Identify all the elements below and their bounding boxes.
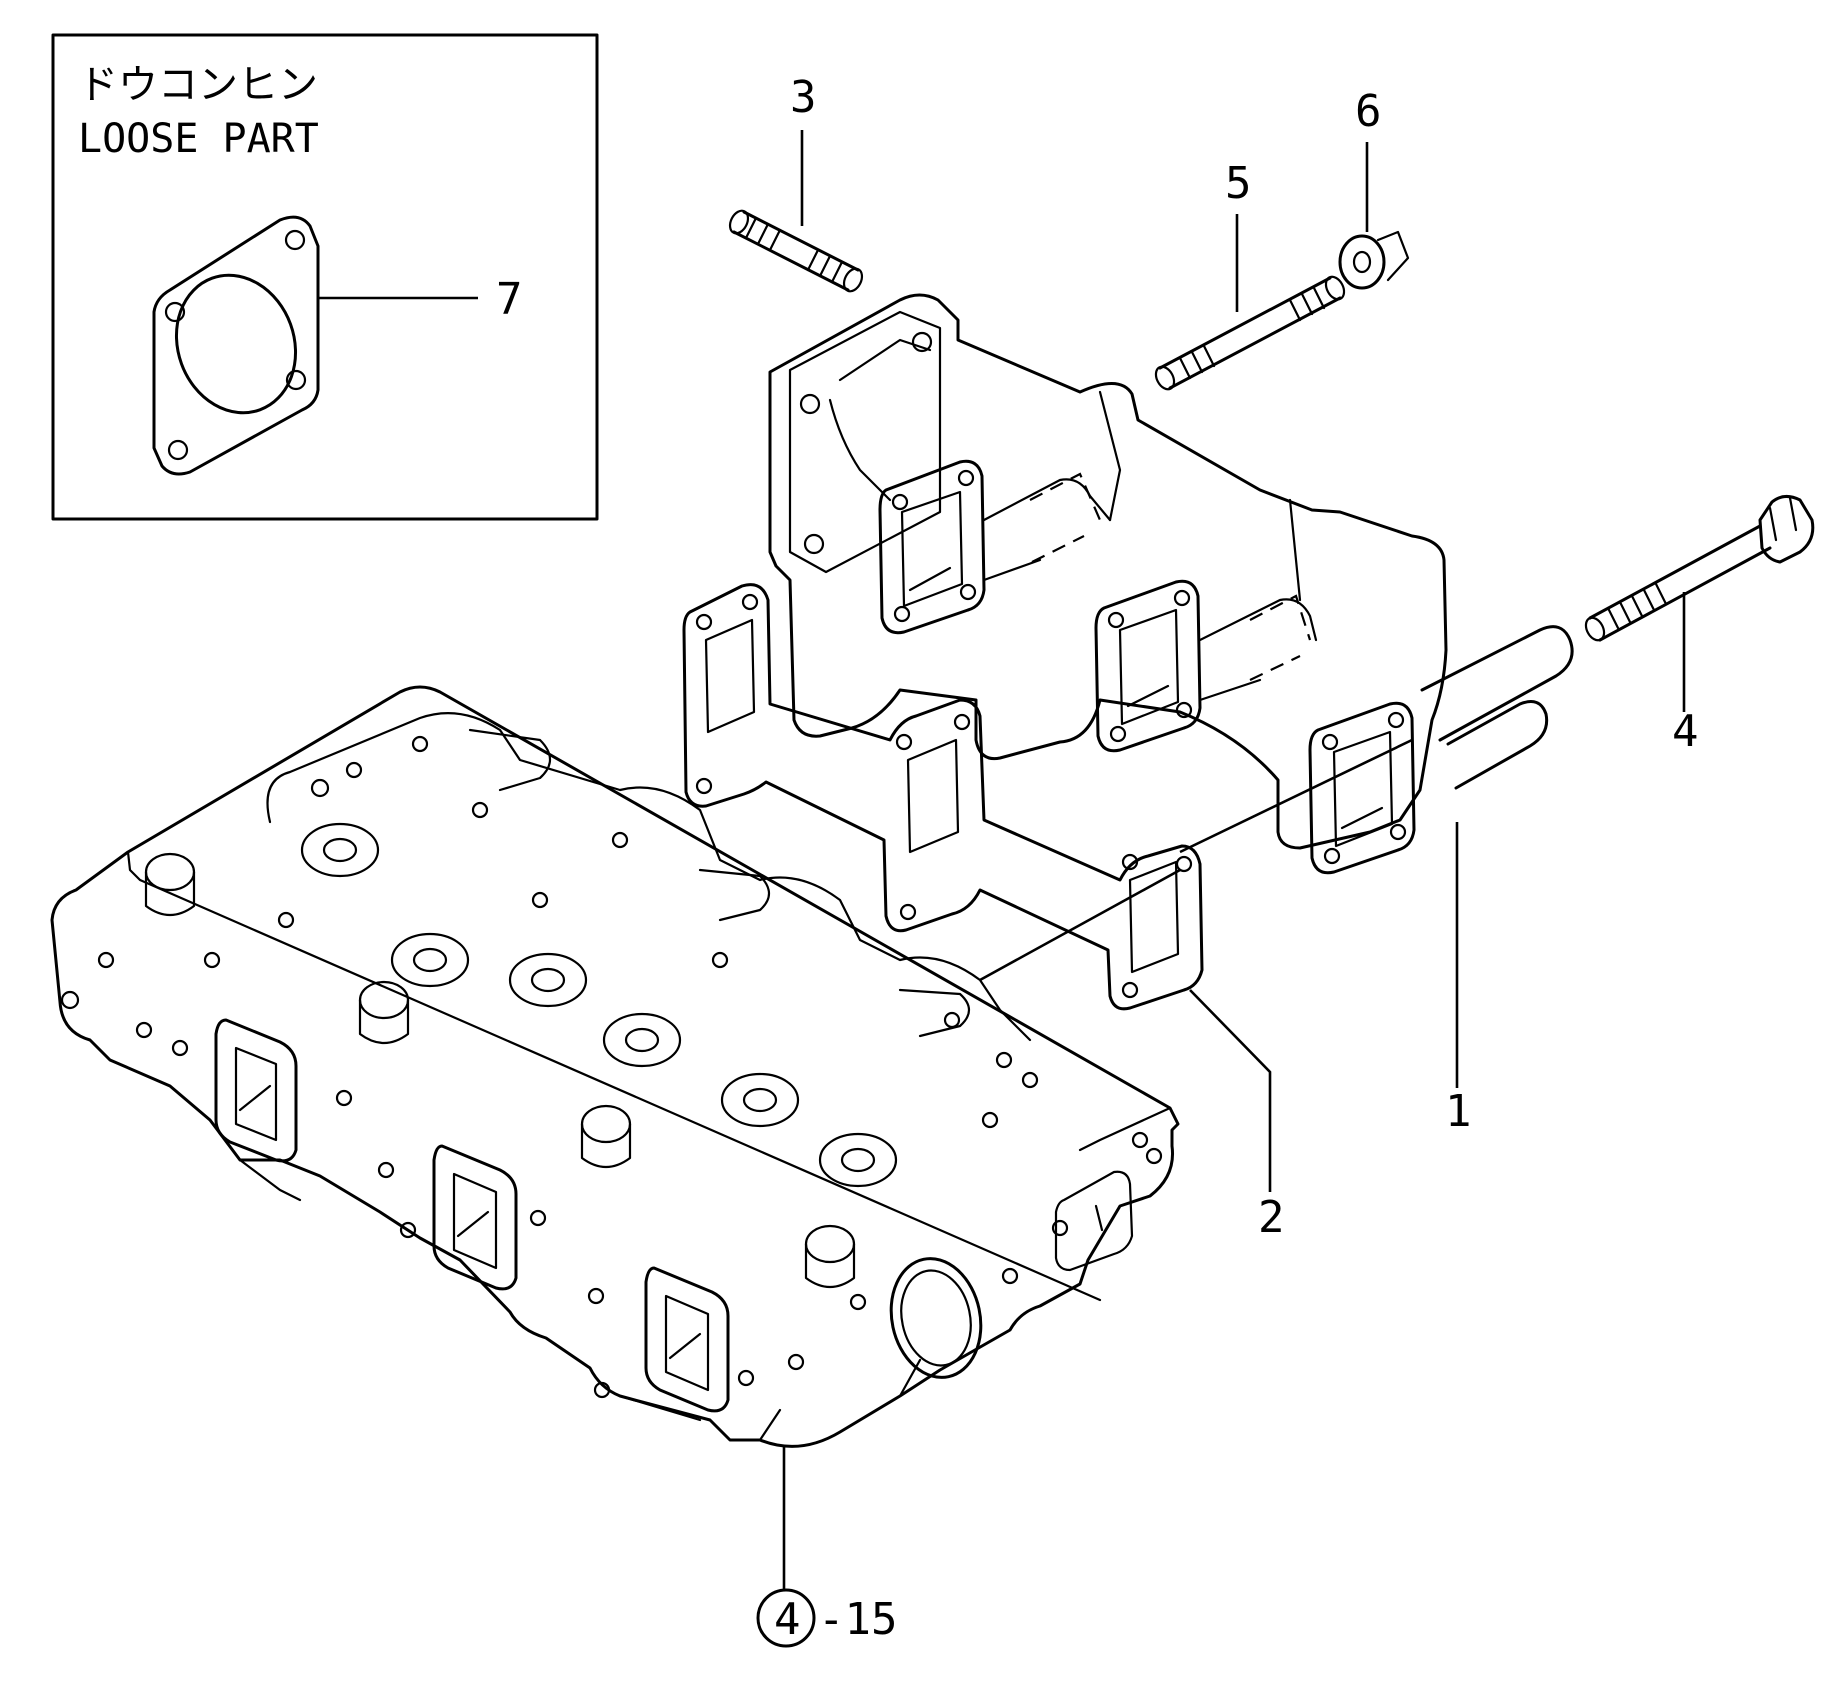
leader-alignment-upper bbox=[1179, 738, 1413, 854]
loose-part-frame bbox=[51, 33, 599, 521]
reference-circle bbox=[756, 1588, 816, 1648]
callout-5: 5 bbox=[1225, 158, 1252, 209]
gasket-7 bbox=[152, 215, 320, 476]
gasket-2 bbox=[682, 583, 1204, 1011]
loose-part-title-en: LOOSE PART bbox=[78, 116, 319, 162]
callout-2: 2 bbox=[1258, 1192, 1285, 1243]
loose-part-box: ドウコンヒン LOOSE PART 7 bbox=[51, 33, 599, 521]
reference-suffix: -15 bbox=[818, 1594, 897, 1645]
nut-6 bbox=[1338, 230, 1410, 290]
callout-3: 3 bbox=[790, 72, 817, 123]
cylinder-head bbox=[50, 685, 1180, 1448]
exhaust-manifold-1 bbox=[768, 293, 1574, 875]
bolt-4 bbox=[1584, 495, 1815, 642]
reference-number: 4 bbox=[774, 1594, 801, 1645]
reference-callout: 4 -15 bbox=[756, 1588, 897, 1648]
leader-alignment-lower bbox=[979, 868, 1181, 982]
leader-2 bbox=[1189, 989, 1272, 1192]
loose-part-title-jp: ドウコンヒン bbox=[78, 62, 318, 108]
stud-3 bbox=[728, 209, 864, 293]
stud-5 bbox=[1154, 275, 1346, 391]
callout-6: 6 bbox=[1355, 86, 1382, 137]
callout-4: 4 bbox=[1672, 706, 1699, 757]
callout-1: 1 bbox=[1445, 1086, 1472, 1137]
callout-7: 7 bbox=[496, 274, 523, 325]
